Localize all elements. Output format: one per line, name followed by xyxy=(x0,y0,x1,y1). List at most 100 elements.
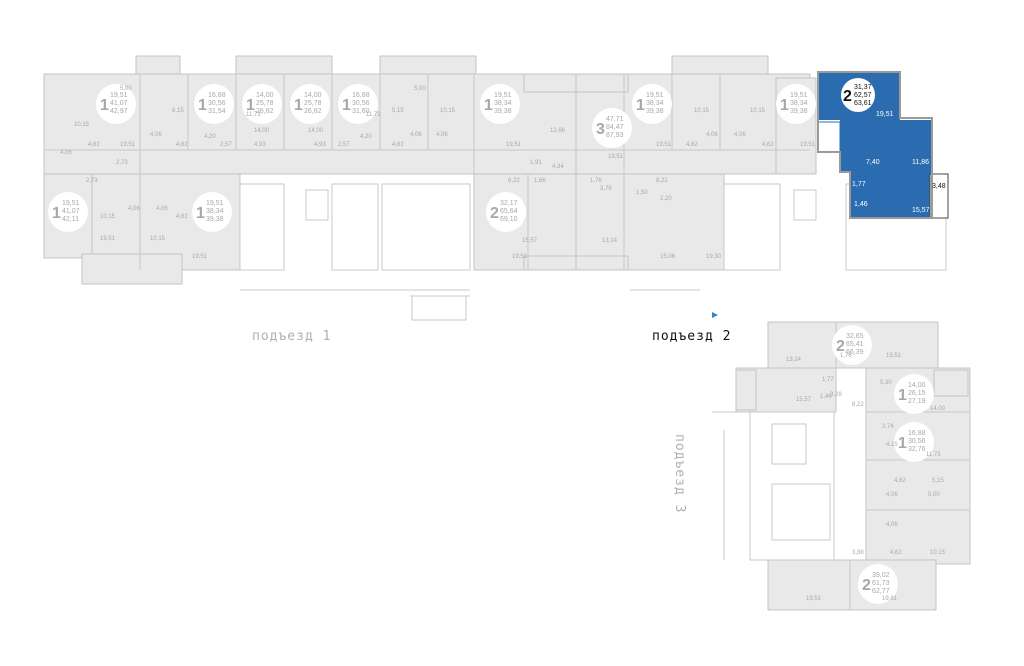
apartment-rooms: 1 xyxy=(294,97,303,114)
apartment-area: 25,78 xyxy=(304,100,322,107)
room-area-label: 1,50 xyxy=(636,190,648,196)
apartment-area: 30,56 xyxy=(908,438,926,445)
room-area-label: 19,30 xyxy=(706,254,722,260)
apartment-area: 38,34 xyxy=(206,208,224,215)
room-area-label: 19,51 xyxy=(120,142,136,148)
room-area-label: 5,00 xyxy=(928,492,940,498)
apartment-badge-circle xyxy=(48,192,88,232)
room-area-label: 14,00 xyxy=(254,128,270,134)
apartment-area: 41,07 xyxy=(62,208,80,215)
apartment-living-area: 16,88 xyxy=(908,430,926,437)
room-area-label: 10,15 xyxy=(74,122,90,128)
room-area-label: 11,73 xyxy=(366,112,381,118)
room-area-label: 4,62 xyxy=(392,142,404,148)
apartment-badge-circle xyxy=(776,84,816,124)
room-area-label: 19,51 xyxy=(192,254,208,260)
room-area-label: 14,00 xyxy=(930,406,946,412)
room-area-label: 19,51 xyxy=(806,596,822,602)
balcony xyxy=(81,253,183,285)
apartment-living-area: 32,65 xyxy=(846,333,864,340)
apartment-area: 38,34 xyxy=(494,100,512,107)
selected-bathroom[interactable] xyxy=(817,121,841,153)
apartment-living-area: 47,71 xyxy=(606,116,624,123)
apartment-badge-circle xyxy=(192,192,232,232)
room-area-label: 11,73 xyxy=(926,452,941,458)
room-area-label: 2,73 xyxy=(116,160,128,166)
apartment-rooms: 1 xyxy=(246,97,255,114)
selected-room-area: 1,46 xyxy=(854,201,868,208)
selected-balcony[interactable] xyxy=(929,173,949,219)
selected-apartment[interactable]: 2 31,37 62,57 63,61 19,51 7,40 11,86 1,7… xyxy=(817,71,949,219)
balcony xyxy=(379,55,477,75)
room-area-label: 4,62 xyxy=(176,142,188,148)
entrance-1-label[interactable]: подъезд 1 xyxy=(252,329,331,344)
room-area-label: 19,51 xyxy=(506,142,522,148)
apartment-total-area: 39,38 xyxy=(790,108,808,115)
room-area-label: 4,06 xyxy=(886,492,898,498)
selected-rooms-count: 2 xyxy=(843,88,852,105)
apartment-total-area: 42,11 xyxy=(62,216,79,223)
room-area-label: 1,91 xyxy=(530,160,542,166)
apartment-living-area: 16,88 xyxy=(352,92,370,99)
apartment-area: 38,34 xyxy=(790,100,808,107)
room-area-label: 10,15 xyxy=(930,550,946,556)
selected-room-hall[interactable] xyxy=(850,172,866,218)
selected-room-area: 1,77 xyxy=(852,181,866,188)
room-area-label: 19,51 xyxy=(512,254,528,260)
entrance-2-label[interactable]: подъезд 2 xyxy=(652,329,731,344)
apartment-area: 25,78 xyxy=(256,100,274,107)
apartment-total-area: 26,82 xyxy=(256,108,274,115)
room-labels: 5,008,1510,154,064,064,622,732,734,6219,… xyxy=(60,86,946,602)
selected-room-area: 19,51 xyxy=(876,111,894,118)
entrance-3-label[interactable]: подъезд 3 xyxy=(672,434,687,513)
apartment-rooms: 1 xyxy=(198,97,207,114)
apartment-area: 38,34 xyxy=(646,100,664,107)
room-area-label: 2,20 xyxy=(660,196,672,202)
room-area-label: 1,66 xyxy=(534,178,546,184)
room-area-label: 4,34 xyxy=(552,164,564,170)
apartment-total-area: 39,38 xyxy=(646,108,664,115)
balcony xyxy=(575,255,629,271)
room-area-label: 4,93 xyxy=(254,142,266,148)
selected-living-area: 31,37 xyxy=(854,84,872,91)
room-area-label: 3,28 xyxy=(830,392,842,398)
room-area-label: 4,62 xyxy=(762,142,774,148)
apartment-living-area: 19,51 xyxy=(494,92,512,99)
apartment-badge-circle xyxy=(894,422,934,462)
selected-room-bedroom[interactable] xyxy=(866,172,932,218)
room-area-label: 4,62 xyxy=(686,142,698,148)
room-area-label: 1,76 xyxy=(590,178,602,184)
room-area-label: 19,51 xyxy=(100,236,116,242)
selected-badge xyxy=(841,78,875,112)
apartment-total-area: 26,82 xyxy=(304,108,322,115)
apartment-living-area: 19,51 xyxy=(646,92,664,99)
room-area-label: 10,15 xyxy=(694,108,710,114)
selected-room-kitchen[interactable] xyxy=(840,120,932,172)
selected-total-area: 63,61 xyxy=(854,100,872,107)
balcony xyxy=(575,73,629,93)
apartment-living-area: 14,00 xyxy=(908,382,926,389)
apartment-rooms: 1 xyxy=(100,97,109,114)
room-area-label: 4,06 xyxy=(60,150,72,156)
apartment-total-area: 31,54 xyxy=(208,108,226,115)
room-area-label: 11,73 xyxy=(246,112,261,118)
apartment-living-area: 19,51 xyxy=(62,200,80,207)
